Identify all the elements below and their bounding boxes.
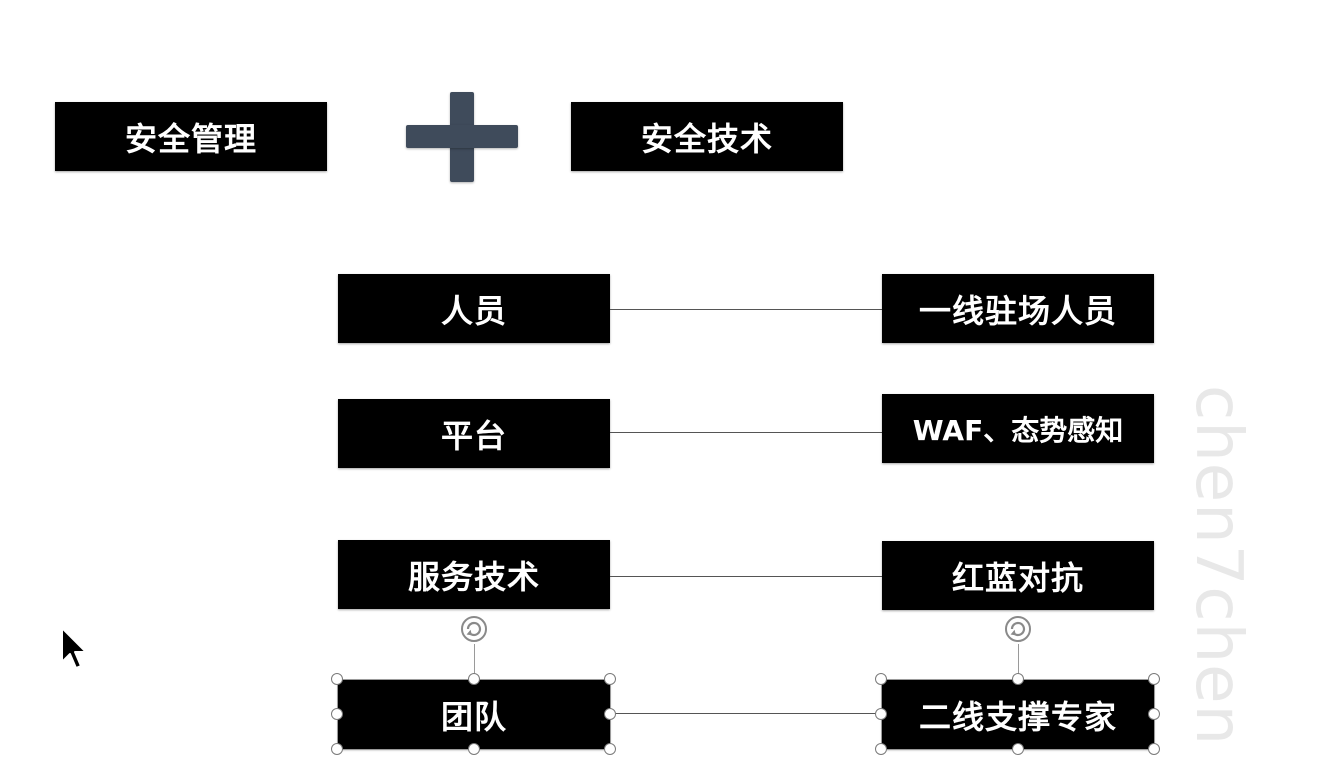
second-line-experts-box[interactable]: 二线支撑专家 bbox=[882, 680, 1154, 749]
safety-technology-box[interactable]: 安全技术 bbox=[571, 102, 843, 171]
rotate-stem-right bbox=[1018, 644, 1019, 678]
personnel-label: 人员 bbox=[440, 291, 507, 330]
rotate-handle-icon[interactable] bbox=[1003, 614, 1033, 644]
mouse-cursor-icon bbox=[61, 627, 87, 669]
resize-handle[interactable] bbox=[604, 743, 616, 755]
rotate-handle-icon[interactable] bbox=[459, 614, 489, 644]
resize-handle[interactable] bbox=[1148, 743, 1160, 755]
safety-technology-label: 安全技术 bbox=[640, 119, 773, 158]
resize-handle[interactable] bbox=[604, 708, 616, 720]
resize-handle[interactable] bbox=[468, 743, 480, 755]
onsite-staff-label: 一线驻场人员 bbox=[918, 291, 1117, 330]
connector-line-service bbox=[610, 576, 882, 577]
second-line-experts-label: 二线支撑专家 bbox=[918, 697, 1117, 736]
rotate-stem-left bbox=[474, 644, 475, 678]
team-box[interactable]: 团队 bbox=[338, 680, 610, 749]
connector-line-personnel bbox=[610, 309, 882, 310]
service-tech-label: 服务技术 bbox=[407, 557, 540, 596]
resize-handle[interactable] bbox=[875, 743, 887, 755]
resize-handle[interactable] bbox=[331, 673, 343, 685]
safety-management-label: 安全管理 bbox=[124, 119, 257, 158]
waf-situation-label: WAF、态势感知 bbox=[912, 413, 1124, 447]
red-blue-box[interactable]: 红蓝对抗 bbox=[882, 541, 1154, 610]
resize-handle[interactable] bbox=[604, 673, 616, 685]
resize-handle[interactable] bbox=[331, 743, 343, 755]
resize-handle[interactable] bbox=[331, 708, 343, 720]
platform-label: 平台 bbox=[440, 416, 507, 455]
resize-handle[interactable] bbox=[1012, 743, 1024, 755]
team-label: 团队 bbox=[440, 697, 507, 736]
service-tech-box[interactable]: 服务技术 bbox=[338, 540, 610, 609]
red-blue-label: 红蓝对抗 bbox=[951, 558, 1084, 597]
waf-situation-box[interactable]: WAF、态势感知 bbox=[882, 394, 1154, 463]
resize-handle[interactable] bbox=[468, 673, 480, 685]
personnel-box[interactable]: 人员 bbox=[338, 274, 610, 343]
connector-line-team bbox=[610, 713, 882, 714]
resize-handle[interactable] bbox=[1012, 673, 1024, 685]
resize-handle[interactable] bbox=[875, 708, 887, 720]
platform-box[interactable]: 平台 bbox=[338, 399, 610, 468]
resize-handle[interactable] bbox=[1148, 673, 1160, 685]
onsite-staff-box[interactable]: 一线驻场人员 bbox=[882, 274, 1154, 343]
safety-management-box[interactable]: 安全管理 bbox=[55, 102, 327, 171]
resize-handle[interactable] bbox=[1148, 708, 1160, 720]
connector-line-platform bbox=[610, 432, 882, 433]
watermark-text: chen7chen bbox=[1181, 385, 1255, 747]
resize-handle[interactable] bbox=[875, 673, 887, 685]
